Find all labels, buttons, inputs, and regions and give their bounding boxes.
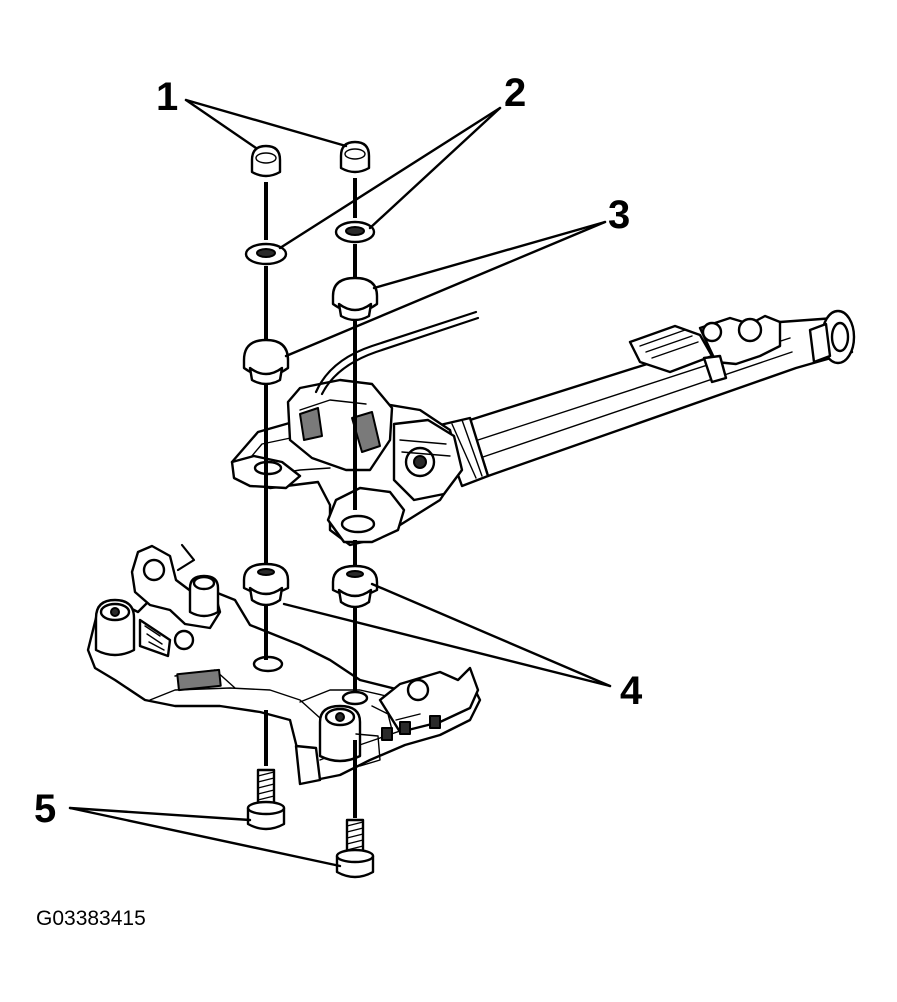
cap-nut-left [250,144,282,178]
bolt-right [335,818,375,879]
leader-lines [68,98,612,868]
callout-1: 1 [156,75,178,119]
mounting-bracket [86,543,482,786]
grommet-upper-left [242,338,290,386]
callout-3: 3 [608,193,630,237]
washer-left [244,242,288,266]
washer-right [334,220,376,244]
bolt-left [246,768,286,831]
callout-2: 2 [504,71,526,115]
shifter-housing [230,309,856,547]
callout-5: 5 [34,787,56,831]
grommet-upper-right [331,276,379,322]
callout-4: 4 [620,669,643,713]
figure-id: G03383415 [36,907,146,930]
grommet-lower-left [242,562,290,607]
grommet-lower-right [331,564,379,609]
assembly-axis-lines [264,178,357,818]
